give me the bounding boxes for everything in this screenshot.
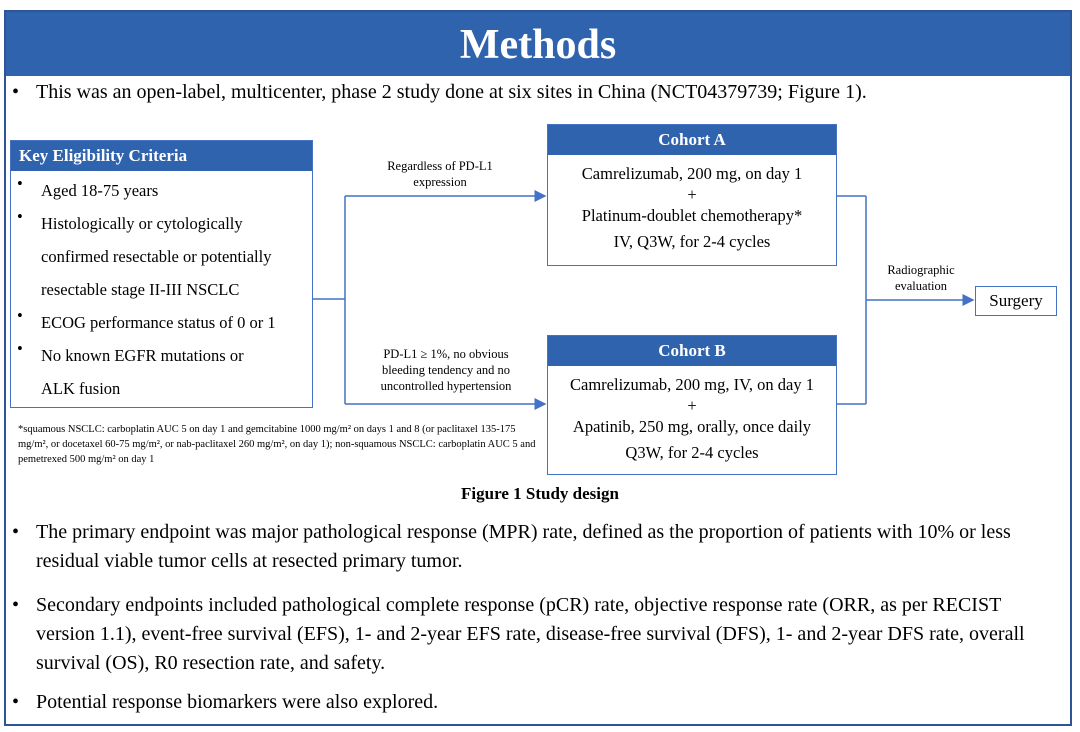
criteria-title: Key Eligibility Criteria [11, 141, 312, 171]
cohort-b-condition-label: PD-L1 ≥ 1%, no obvious bleeding tendency… [356, 346, 536, 394]
criteria-line: ALK fusion [41, 379, 121, 398]
criteria-item: • ECOG performance status of 0 or 1 [11, 306, 312, 339]
bullet-secondary-endpoints: • Secondary endpoints included pathologi… [12, 591, 1062, 678]
intro-text: This was an open-label, multicenter, pha… [36, 81, 867, 103]
cohort-a-condition-label: Regardless of PD-L1 expression [360, 158, 520, 190]
cohort-a-regimen: Camrelizumab, 200 mg, on day 1 + Platinu… [548, 155, 836, 255]
cohort-a-title: Cohort A [548, 125, 836, 155]
bullet-marker: • [12, 81, 20, 103]
bullet-primary-endpoint: • The primary endpoint was major patholo… [12, 518, 1062, 576]
bullet-marker: • [17, 207, 23, 226]
bullet-biomarkers: • Potential response biomarkers were als… [12, 688, 1062, 717]
regimen-line: Camrelizumab, 200 mg, on day 1 [581, 164, 803, 183]
slide-title: Methods [6, 12, 1070, 76]
bullet-marker: • [17, 174, 23, 193]
bullet-marker: • [17, 306, 23, 325]
bullet-text: Potential response biomarkers were also … [36, 691, 439, 713]
criteria-list: • Aged 18-75 years • Histologically or c… [11, 171, 312, 405]
label-line: bleeding tendency and no [381, 363, 511, 377]
label-line: Radiographic [887, 263, 955, 277]
cohort-a-box: Cohort A Camrelizumab, 200 mg, on day 1 … [547, 124, 837, 266]
criteria-text: Aged 18-75 years [41, 174, 158, 207]
regimen-plus: + [687, 185, 697, 204]
criteria-item: • Histologically or cytologically confir… [11, 207, 312, 306]
cohort-b-box: Cohort B Camrelizumab, 200 mg, IV, on da… [547, 335, 837, 475]
regimen-line: Platinum-doublet chemotherapy* [581, 206, 803, 225]
criteria-line: ECOG performance status of 0 or 1 [41, 313, 276, 332]
criteria-line: Aged 18-75 years [41, 181, 159, 200]
footnote: *squamous NSCLC: carboplatin AUC 5 on da… [18, 424, 536, 465]
criteria-text: No known EGFR mutations or ALK fusion [41, 339, 244, 405]
bullet-marker: • [12, 521, 20, 543]
bullet-text: Secondary endpoints included pathologica… [36, 594, 1025, 674]
label-line: evaluation [894, 279, 948, 293]
label-line: Regardless of PD-L1 [387, 159, 493, 173]
regimen-line: Apatinib, 250 mg, orally, once daily [572, 417, 812, 436]
label-line: expression [413, 175, 467, 189]
bullet-text: The primary endpoint was major pathologi… [36, 521, 1011, 572]
regimen-line: Camrelizumab, 200 mg, IV, on day 1 [570, 375, 814, 394]
regimen-plus: + [687, 396, 697, 415]
criteria-text: Histologically or cytologically confirme… [41, 207, 271, 306]
bullet-marker: • [17, 339, 23, 358]
bullet-marker: • [12, 594, 20, 616]
cohort-b-regimen: Camrelizumab, 200 mg, IV, on day 1 + Apa… [548, 366, 836, 466]
criteria-line: No known EGFR mutations or [41, 346, 244, 365]
label-line: uncontrolled hypertension [380, 379, 512, 393]
figure-caption: Figure 1 Study design [461, 484, 619, 503]
criteria-line: Histologically or cytologically [41, 214, 243, 233]
radiographic-evaluation-label: Radiographic evaluation [876, 262, 966, 294]
label-line: PD-L1 ≥ 1%, no obvious [383, 347, 509, 361]
cohort-b-title: Cohort B [548, 336, 836, 366]
regimen-line: Q3W, for 2-4 cycles [625, 443, 759, 462]
criteria-line: resectable stage II-III NSCLC [41, 280, 240, 299]
criteria-item: • Aged 18-75 years [11, 174, 312, 207]
eligibility-criteria-box: Key Eligibility Criteria • Aged 18-75 ye… [10, 140, 313, 408]
intro-bullet: • This was an open-label, multicenter, p… [12, 78, 1062, 107]
surgery-box: Surgery [975, 286, 1057, 316]
regimen-line: IV, Q3W, for 2-4 cycles [613, 232, 771, 251]
criteria-text: ECOG performance status of 0 or 1 [41, 306, 276, 339]
criteria-item: • No known EGFR mutations or ALK fusion [11, 339, 312, 405]
criteria-line: confirmed resectable or potentially [41, 247, 272, 266]
bullet-marker: • [12, 691, 20, 713]
